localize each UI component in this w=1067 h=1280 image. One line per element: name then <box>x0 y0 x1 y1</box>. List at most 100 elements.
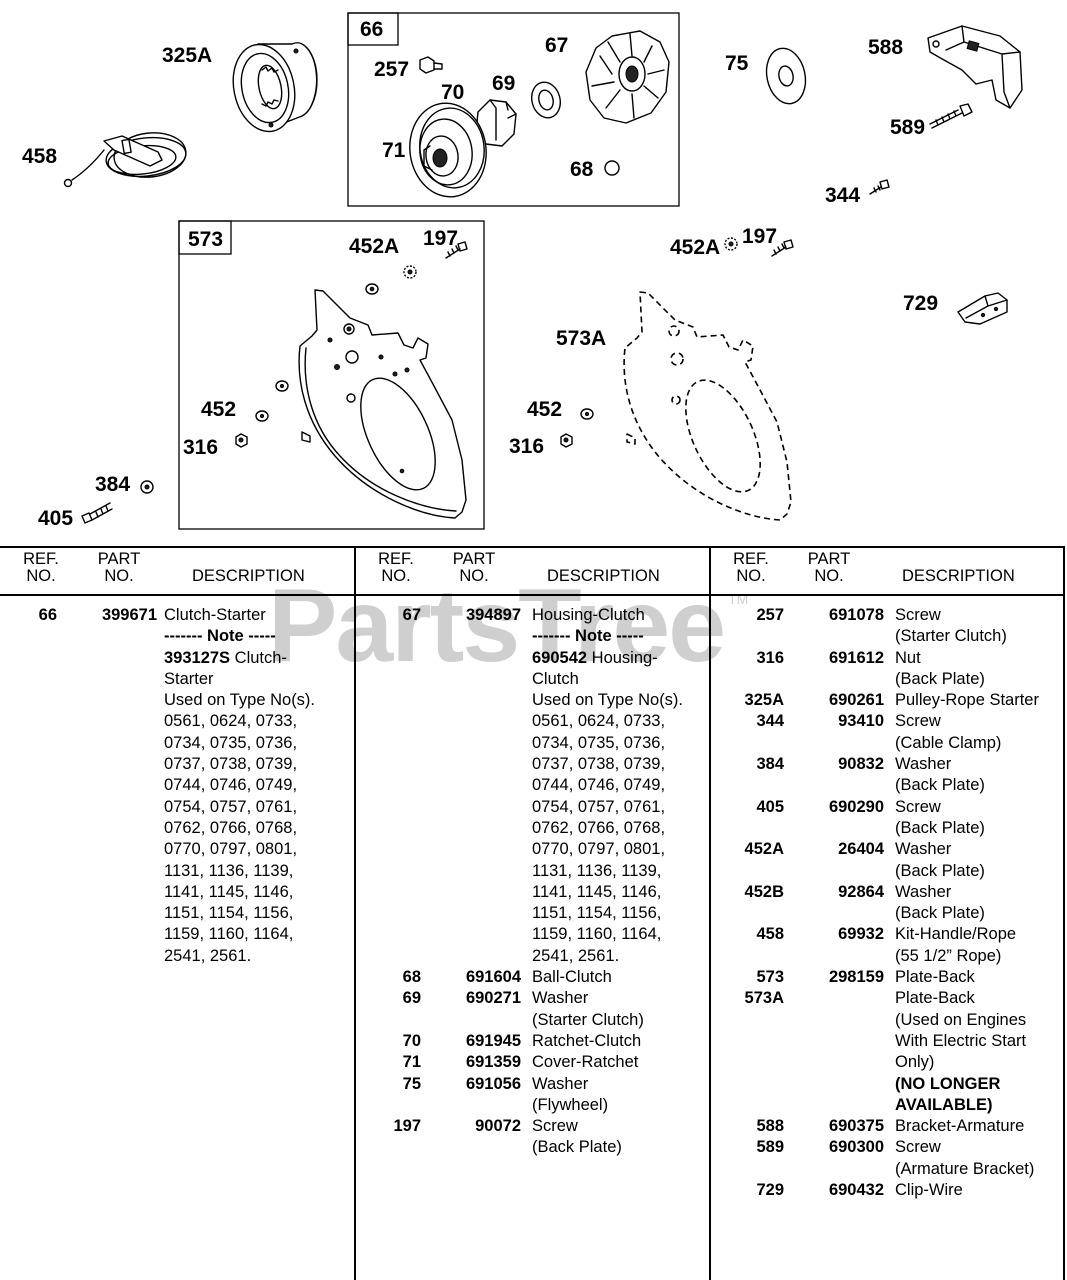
table-header-rule <box>0 594 1064 596</box>
bold-text: 690542 <box>532 648 588 667</box>
description-line: 1141, 1145, 1146, <box>532 882 662 901</box>
part-no: 298159 <box>828 968 884 987</box>
description-line: 1131, 1136, 1139, <box>164 861 294 880</box>
description-line: 393127S Clutch- <box>164 648 287 667</box>
description: Screw(Back Plate) <box>895 797 1064 840</box>
column-divider <box>354 546 356 1280</box>
ref-no: 458 <box>756 925 784 944</box>
bold-text: (NO LONGER <box>895 1074 1001 1093</box>
callout-75: 75 <box>725 52 749 75</box>
group-box-66-tag <box>347 12 399 46</box>
callout-405: 405 <box>38 507 73 530</box>
description: Ball-Clutch <box>532 967 709 988</box>
description-line: Screw <box>895 712 941 731</box>
description-line: Used on Type No(s). <box>164 691 316 710</box>
ref-no: 729 <box>756 1181 784 1200</box>
callout-68: 68 <box>570 158 594 181</box>
part-no: 69932 <box>838 925 884 944</box>
description-line: 0744, 0746, 0749, <box>532 776 666 795</box>
ref-no: 344 <box>756 712 784 731</box>
part-no: 690300 <box>828 1138 884 1157</box>
part-no: 93410 <box>838 712 884 731</box>
description-line: (Back Plate) <box>895 904 985 923</box>
back-plate-washer-illustration <box>140 480 154 494</box>
callout-344: 344 <box>825 184 860 207</box>
handle-rope-kit-illustration <box>63 132 187 188</box>
description-line: (Flywheel) <box>532 1095 609 1114</box>
part-no <box>795 988 884 1116</box>
description-line: Screw <box>532 1117 578 1136</box>
description: Cover-Ratchet <box>532 1052 709 1073</box>
callout-452-left: 452 <box>201 398 236 421</box>
description-line: (Back Plate) <box>895 669 985 688</box>
description: Nut(Back Plate) <box>895 648 1064 691</box>
description: Clip-Wire <box>895 1180 1064 1201</box>
description-line: Plate-Back <box>895 989 975 1008</box>
description: Ratchet-Clutch <box>532 1031 709 1052</box>
electric-start-back-plate-illustration <box>623 291 792 521</box>
description-line: 1159, 1160, 1164, <box>532 925 662 944</box>
header-ref-no: REF.NO. <box>23 550 59 585</box>
armature-bracket-illustration <box>927 25 1023 109</box>
rope-starter-pulley-illustration <box>232 42 318 133</box>
description-line: Screw <box>895 1138 941 1157</box>
description-line: 0734, 0735, 0736, <box>532 733 666 752</box>
header-description: DESCRIPTION <box>192 567 305 585</box>
electric-start-plate-fasteners-illustration <box>560 237 794 448</box>
description-line: Only) <box>895 1053 935 1072</box>
description: Housing-Clutch------- Note -----690542 H… <box>532 605 709 967</box>
ratchet-and-cover-illustration <box>409 99 517 198</box>
description-line: (55 1/2” Rope) <box>895 946 1002 965</box>
callout-452-right: 452 <box>527 398 562 421</box>
back-plate-fasteners-illustration <box>235 241 468 448</box>
description: Washer(Starter Clutch) <box>532 988 709 1031</box>
description-line: Pulley-Rope Starter <box>895 691 1039 710</box>
starter-clutch-screw-illustration <box>419 56 443 74</box>
ref-no: 573 <box>756 968 784 987</box>
callout-71: 71 <box>382 139 406 162</box>
part-no: 690432 <box>828 1181 884 1200</box>
ref-no: 67 <box>402 606 421 624</box>
part-no: 691604 <box>465 968 521 987</box>
description-line: 2541, 2561. <box>532 946 620 965</box>
exploded-parts-diagram: 325A 458 66 257 70 69 67 71 68 75 588 58… <box>0 0 1067 546</box>
part-no: 90832 <box>838 755 884 774</box>
part-no: 691056 <box>465 1074 521 1093</box>
header-description: DESCRIPTION <box>902 567 1015 585</box>
part-no: 691612 <box>828 648 884 667</box>
description-line: (Starter Clutch) <box>895 627 1007 646</box>
description-line: 0561, 0624, 0733, <box>532 712 666 731</box>
back-plate-illustration <box>298 289 467 519</box>
ref-no: 69 <box>402 989 421 1008</box>
flywheel-washer-illustration <box>765 47 807 105</box>
description-line: 0754, 0757, 0761, <box>164 797 298 816</box>
description-line: Ratchet-Clutch <box>532 1031 642 1050</box>
diagram-canvas: 325A 458 66 257 70 69 67 71 68 75 588 58… <box>22 12 1023 530</box>
ref-no: 197 <box>393 1117 421 1136</box>
description-line: 1159, 1160, 1164, <box>164 925 294 944</box>
callout-69: 69 <box>492 72 515 95</box>
clutch-housing-illustration <box>585 30 670 124</box>
back-plate-screw-illustration <box>81 502 113 524</box>
description-line: Washer <box>895 755 952 774</box>
callout-384: 384 <box>95 473 130 496</box>
description-line: AVAILABLE) <box>895 1095 1064 1116</box>
bold-text: ------- Note ----- <box>532 627 644 646</box>
group-box-66 <box>347 12 680 207</box>
ref-no: 75 <box>402 1074 421 1093</box>
